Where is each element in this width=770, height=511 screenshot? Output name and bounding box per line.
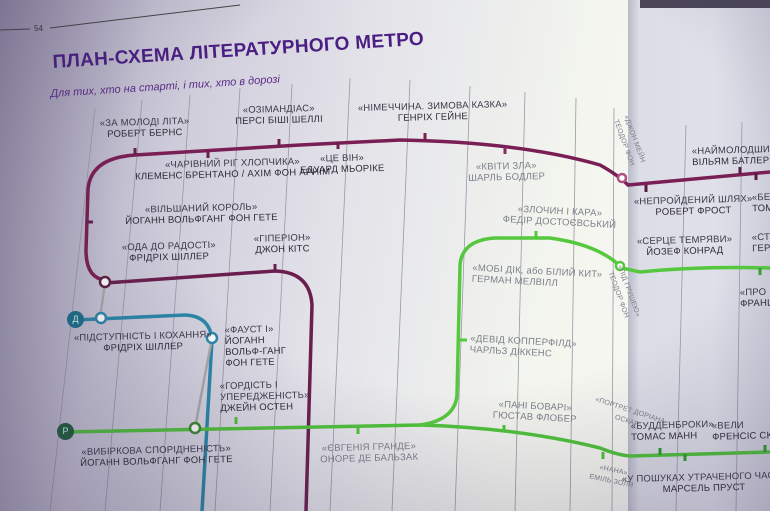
green-line-branch bbox=[418, 236, 770, 427]
station: «ГОРДІСТЬ І УПЕРЕДЖЕНІСТЬ»ДЖЕЙН ОСТЕН bbox=[219, 379, 311, 415]
station-ticks bbox=[86, 133, 767, 461]
purple-line-branch bbox=[103, 269, 314, 511]
station-author: ТОМА bbox=[752, 202, 770, 215]
blue-line-terminal: Д bbox=[67, 311, 84, 328]
station-author: ФРЕНСІС СК bbox=[712, 430, 770, 443]
station: «СЕРЦЕ ТЕМРЯВИ»ЙОЗЕФ КОНРАД bbox=[637, 234, 733, 258]
station-author: ТОМАС МАНН bbox=[631, 430, 698, 444]
station-author: ГЕР bbox=[752, 242, 770, 255]
station: «ФАУСТ І»ЙОГАНН ВОЛЬФ-ГАНГ ФОН ГЕТЕ bbox=[224, 323, 305, 369]
station-author: ШАРЛЬ БОДЛЕР bbox=[468, 170, 546, 185]
station-author: ФРАНЦ bbox=[740, 297, 770, 310]
station-title: «ПРО bbox=[739, 286, 767, 299]
station-author: ПЕРСІ БІШІ ШЕЛЛІ bbox=[235, 113, 324, 128]
station: «КВІТИ ЗЛА»ШАРЛЬ БОДЛЕР bbox=[468, 160, 546, 185]
station: «ГІПЕРІОН»ДЖОН КІТС bbox=[254, 232, 311, 255]
station-author: ДЖЕЙН ОСТЕН bbox=[220, 401, 294, 415]
station: «У ПОШУКАХ УТРАЧЕНОГО ЧАСУ»МАРСЕЛЬ ПРУСТ bbox=[622, 470, 770, 496]
station: «ОЗІМАНДІАС»ПЕРСІ БІШІ ШЕЛЛІ bbox=[235, 103, 323, 127]
station-author: ЙОГАНН ВОЛЬФ-ГАНГ ФОН ГЕТЕ bbox=[224, 335, 287, 370]
right-page bbox=[628, 0, 770, 511]
purple-line bbox=[84, 138, 770, 282]
page-number: 54 bbox=[34, 24, 43, 33]
interchange-stations bbox=[94, 172, 628, 435]
next-page-edge bbox=[640, 0, 770, 8]
station-title: «ГОРДІСТЬ І УПЕРЕДЖЕНІСТЬ» bbox=[219, 379, 310, 404]
station-author: РОБЕРТ БЕРНС bbox=[107, 127, 183, 140]
station: «ОДА ДО РАДОСТІ»ФРІДРІХ ШІЛЛЕР bbox=[122, 240, 217, 264]
station: «ПІДСТУПНІСТЬ І КОХАННЯ»ФРІДРІХ ШІЛЛЕР bbox=[74, 329, 213, 355]
station-author: ДЖОН КІТС bbox=[255, 243, 310, 256]
station: «ЄВГЕНІЯ ГРАНДЕ»ОНОРЕ ДЕ БАЛЬЗАК bbox=[320, 441, 418, 466]
station: «НІМЕЧЧИНА. ЗИМОВА КАЗКА»ГЕНРІХ ГЕЙНЕ bbox=[358, 99, 508, 125]
station: «ВИБІРКОВА СПОРІДНЕНІСТЬ»ЙОГАНН ВОЛЬФГАН… bbox=[80, 443, 233, 469]
station: «НЕПРОЙДЕНИЙ ШЛЯХ»РОБЕРТ ФРОСТ bbox=[634, 193, 753, 218]
station: «ВІЛЬШАНИЙ КОРОЛЬ»ЙОГАНН ВОЛЬФГАНГ ФОН Г… bbox=[125, 201, 278, 227]
green-line-terminal: Р bbox=[57, 423, 74, 440]
station: «БУДДЕНБРОКИ»ТОМАС МАНН bbox=[631, 419, 715, 443]
station-title: «СТЕ bbox=[751, 231, 770, 244]
station-title: «БЕЗ bbox=[751, 191, 770, 204]
station-author: ЕДУАРД МЬОРІКЕ bbox=[300, 162, 385, 177]
station-author: ВІЛЬЯМ БАТЛЕР bbox=[692, 155, 770, 169]
green-line bbox=[63, 423, 770, 458]
station: «ПАНІ БОВАРІ»ГЮСТАВ ФЛОБЕР bbox=[492, 399, 577, 425]
station: «ЗА МОЛОДІ ЛІТА»РОБЕРТ БЕРНС bbox=[100, 116, 190, 140]
station: «ЦЕ ВІН»ЕДУАРД МЬОРІКЕ bbox=[300, 152, 385, 176]
